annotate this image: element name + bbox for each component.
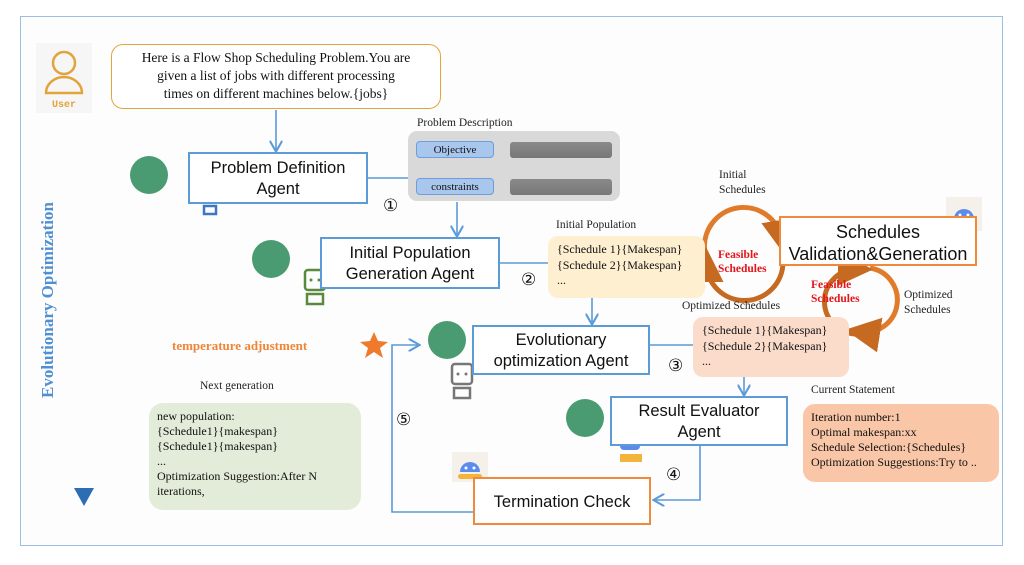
cycle-arrow-initial xyxy=(701,204,796,255)
optimized-schedules-title: Optimized Schedules xyxy=(682,300,781,312)
prompt-line: times on different machines below.{jobs} xyxy=(163,86,389,101)
arrow-re-to-tc xyxy=(655,446,701,500)
prompt-line: Here is a Flow Shop Scheduling Problem.Y… xyxy=(141,50,411,65)
prompt-line: given a list of jobs with different proc… xyxy=(157,68,395,83)
problem-description-panel: Objective constraints xyxy=(408,131,620,201)
optimized-schedules-box: {Schedule 1}{Makespan}{Schedule 2}{Makes… xyxy=(693,317,849,377)
next-generation-box: new population:{Schedule1}{makespan}{Sch… xyxy=(149,403,361,510)
step-2: ② xyxy=(521,270,537,290)
cycle-arrow-optimized xyxy=(845,265,900,353)
step-4: ④ xyxy=(666,465,682,485)
constraints-value-bar xyxy=(510,179,612,195)
step-3: ③ xyxy=(668,356,684,376)
constraints-chip: constraints xyxy=(416,178,494,195)
openai-logo-icon xyxy=(428,321,466,359)
openai-logo-icon xyxy=(130,156,168,194)
step-1: ① xyxy=(383,196,399,216)
current-statement-title: Current Statement xyxy=(811,384,895,396)
cycle-arrow-feasible xyxy=(688,247,786,303)
objective-chip: Objective xyxy=(416,141,494,158)
step-5: ⑤ xyxy=(396,410,412,430)
arrow-tc-to-eo xyxy=(391,345,473,513)
user-label: User xyxy=(51,100,76,111)
openai-logo-icon xyxy=(566,399,604,437)
next-generation-title: Next generation xyxy=(200,380,274,392)
user-icon xyxy=(44,50,84,95)
evolutionary-optimization-label: Evolutionary Optimization xyxy=(38,202,57,398)
initial-population-box: {Schedule 1}{Makespan}{Schedule 2}{Makes… xyxy=(548,236,705,298)
problem-description-title: Problem Description xyxy=(417,117,513,129)
timeline-arrow-icon xyxy=(74,144,94,506)
objective-value-bar xyxy=(510,142,612,158)
initial-population-title: Initial Population xyxy=(556,219,637,231)
user-prompt-bubble: Here is a Flow Shop Scheduling Problem.Y… xyxy=(111,44,441,109)
termination-check: Termination Check xyxy=(473,477,651,525)
user-avatar xyxy=(36,43,92,113)
temperature-adjustment-label: temperature adjustment xyxy=(172,338,308,353)
star-icon xyxy=(360,332,388,358)
openai-logo-icon xyxy=(252,240,290,278)
